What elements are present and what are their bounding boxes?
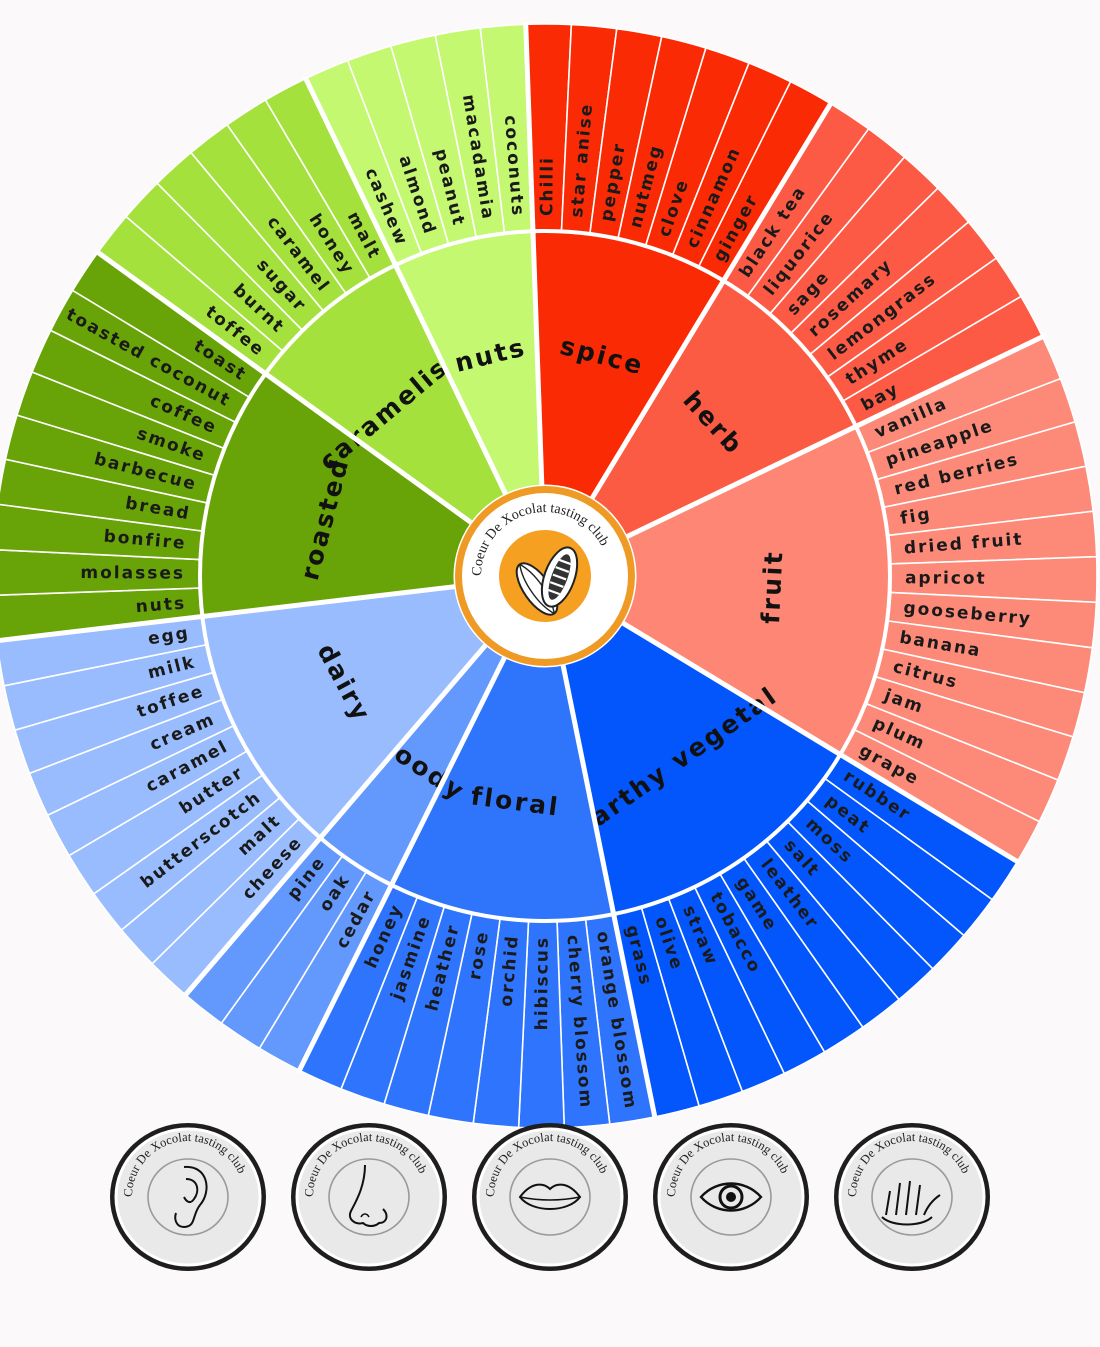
category-divider [589,100,834,501]
cacao-pod-icon [499,530,591,622]
flavour-label-fig: fig [899,504,933,529]
hand-icon [881,1180,941,1226]
category-divider [182,642,489,999]
category-divider [625,333,1046,540]
flavour-label-apricot: apricot [905,568,987,589]
sense-seal-eye: Coeur De Xocolat tasting club [653,1123,809,1271]
lips-icon [518,1183,582,1210]
eye-icon [699,1182,763,1212]
sense-seal-lips: Coeur De Xocolat tasting club [472,1123,628,1271]
nose-icon [349,1164,388,1227]
club-emblem: Coeur De Xocolat tasting club [455,486,635,666]
flavour-label-hibiscus: hibiscus [532,936,553,1030]
category-label-fruit: fruit [756,549,789,624]
sense-seal-hand: Coeur De Xocolat tasting club [834,1123,990,1271]
category-divider [302,75,509,496]
category-divider [94,249,474,526]
ring-divider [198,229,892,923]
sense-seal-ear: Coeur De Xocolat tasting club [110,1123,266,1271]
flavour-label-nuts: nuts [135,593,187,617]
category-divider [296,655,508,1074]
category-divider [0,584,456,643]
category-divider [523,22,545,487]
sense-seal-nose: Coeur De Xocolat tasting club [291,1123,447,1271]
category-divider [620,620,1021,865]
flavour-label-molasses: molasses [80,563,185,584]
category-divider [560,663,658,1120]
ear-icon [174,1165,208,1229]
flavour-label-chilli: Chilli [537,156,557,216]
